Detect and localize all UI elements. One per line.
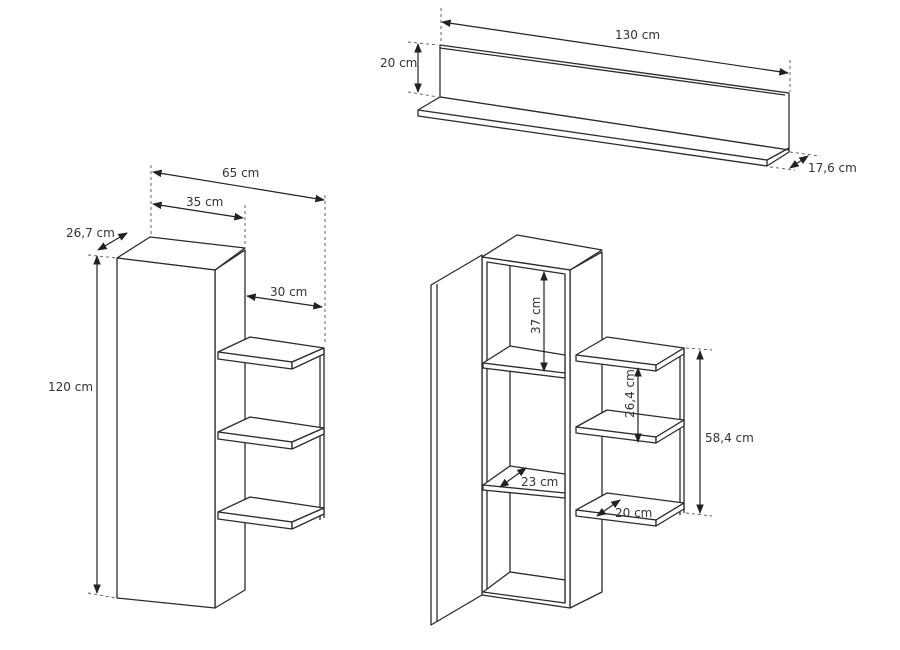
total-width-label: 65 cm: [222, 166, 259, 180]
inner-depth-label: 23 cm: [521, 475, 558, 489]
cabinet-width-label: 35 cm: [186, 195, 223, 209]
side-shelf-spacing-label: 26,4 cm: [623, 369, 637, 418]
side-shelf-depth-label: 20 cm: [615, 506, 652, 520]
depth-label: 26,7 cm: [66, 226, 115, 240]
wall-shelf: 130 cm 20 cm 17,6 cm: [380, 8, 857, 175]
shelf-width-label: 30 cm: [270, 285, 307, 299]
height-label: 120 cm: [48, 380, 93, 394]
open-door: [430, 254, 483, 626]
closed-cabinet: 65 cm 35 cm 30 cm 26,7 cm 120 cm: [48, 165, 326, 609]
shelf-height-label: 20 cm: [380, 56, 417, 70]
side-unit-height-label: 58,4 cm: [705, 431, 754, 445]
open-cabinet: 37 cm 26,4 cm 58,4 cm 23 cm 20 cm: [430, 234, 754, 626]
side-shelf: [217, 416, 325, 450]
shelf-width-label: 130 cm: [615, 28, 660, 42]
side-shelf: [217, 496, 325, 530]
shelf-depth-label: 17,6 cm: [808, 161, 857, 175]
side-shelf: [217, 336, 325, 370]
side-shelf: [575, 336, 685, 372]
compartment-height-label: 37 cm: [529, 297, 543, 334]
